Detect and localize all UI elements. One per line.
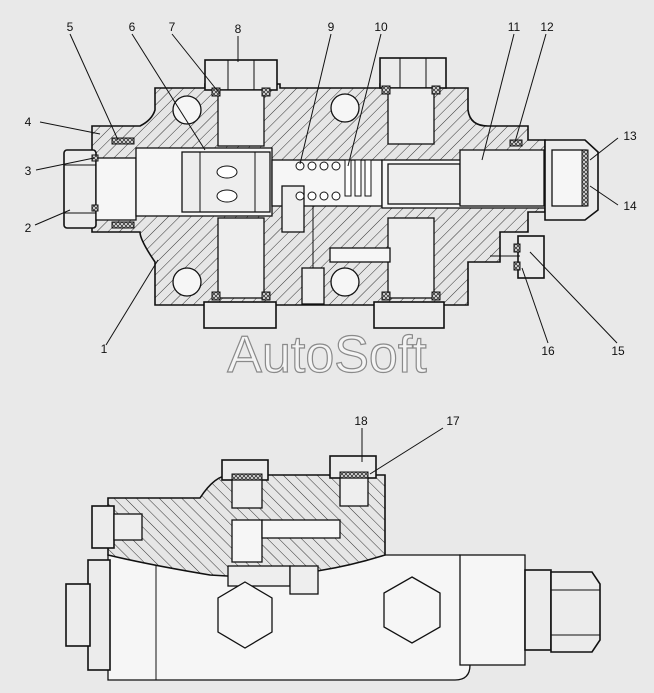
spring-10 <box>344 159 372 197</box>
bolt-hole <box>172 95 202 125</box>
callout-2: 2 <box>25 221 32 235</box>
fitting-top-right-stem <box>387 87 435 145</box>
seal-ring-left-bottom <box>111 221 135 229</box>
callout-8: 8 <box>235 22 242 36</box>
seal-ring-12 <box>509 139 523 147</box>
section-view <box>63 57 599 329</box>
plunger-11 <box>459 149 545 207</box>
right-spool <box>387 163 461 205</box>
bolt-hole <box>330 93 360 123</box>
callout-17: 17 <box>446 414 460 428</box>
hex-bolt-left <box>217 581 273 649</box>
fitting-bottom-left-stem <box>217 217 265 299</box>
callout-14: 14 <box>623 199 637 213</box>
callout-6: 6 <box>129 20 136 34</box>
left-cap-insert <box>95 157 137 221</box>
seal-ring-left-lower <box>91 204 99 212</box>
fitting-top-right <box>379 57 447 89</box>
callout-12: 12 <box>540 20 554 34</box>
seal-ring-7b <box>261 87 271 97</box>
side-body-right <box>459 554 526 666</box>
callout-15: 15 <box>611 344 625 358</box>
callout-11: 11 <box>508 20 521 34</box>
callout-18: 18 <box>354 414 368 428</box>
callout-7: 7 <box>169 20 176 34</box>
callouts: 1 2 3 4 5 6 7 8 9 10 11 12 13 14 15 16 1… <box>25 20 637 475</box>
bottom-plug <box>301 267 325 305</box>
side-plug-15 <box>517 235 545 279</box>
fitting-bottom-right-stem <box>387 217 435 299</box>
callout-9: 9 <box>328 20 335 34</box>
seal-ring-16 <box>513 243 521 253</box>
left-plug <box>63 149 97 229</box>
callout-4: 4 <box>25 115 32 129</box>
cap-cavity <box>551 149 587 207</box>
watermark: AutoSoft <box>227 326 427 384</box>
fitting-bottom-right <box>373 301 445 329</box>
callout-3: 3 <box>25 164 32 178</box>
side-right-collar <box>524 569 552 651</box>
side-inner-plug <box>227 565 291 587</box>
fitting-8-top <box>204 59 278 91</box>
seal-14 <box>581 149 589 207</box>
seal-ring-5 <box>111 137 135 145</box>
bolt-hole <box>330 267 360 297</box>
fitting-8-stem <box>217 89 265 147</box>
spring-9 <box>295 161 341 201</box>
side-view <box>65 455 601 681</box>
side-left-plug <box>65 583 91 647</box>
spool-6 <box>181 151 271 213</box>
hex-bolt-right <box>383 576 441 644</box>
side-right-nut <box>550 571 601 653</box>
seal-ring-7 <box>211 87 221 97</box>
oil-channel <box>329 247 391 263</box>
side-left-flange <box>87 559 111 671</box>
bolt-hole <box>172 267 202 297</box>
callout-5: 5 <box>67 20 74 34</box>
side-inner-cap <box>289 565 319 595</box>
side-left-fitting <box>91 505 115 549</box>
callout-16: 16 <box>541 344 555 358</box>
callout-10: 10 <box>374 20 388 34</box>
callout-1: 1 <box>101 342 108 356</box>
callout-13: 13 <box>623 129 637 143</box>
fitting-bottom-left <box>203 301 277 329</box>
seal-ring-16b <box>513 261 521 271</box>
